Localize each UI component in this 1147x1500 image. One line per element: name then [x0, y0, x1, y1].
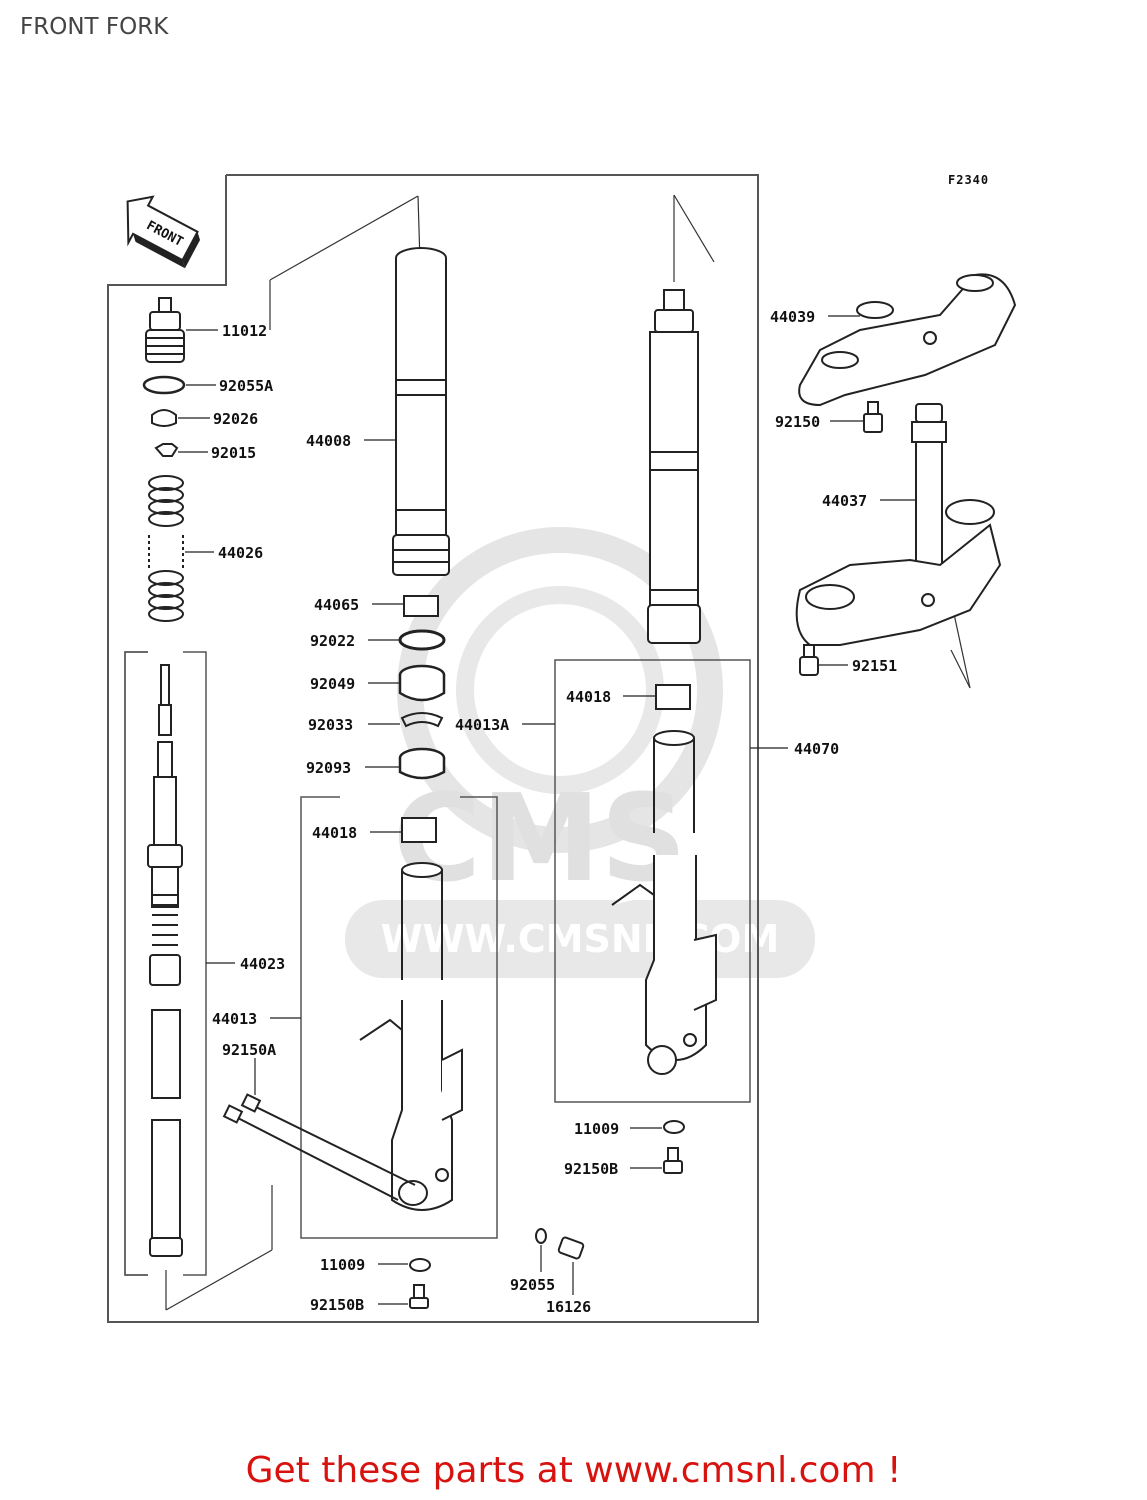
damper-group-box [124, 651, 148, 1276]
upper-bracket-44039 [798, 273, 1017, 407]
o-ring-92055A [142, 375, 186, 395]
label-16126: 16126 [546, 1298, 591, 1316]
label-44018-left: 44018 [312, 824, 357, 842]
bushing-44018-left [401, 817, 437, 843]
label-92033: 92033 [308, 716, 353, 734]
label-92026: 92026 [213, 410, 258, 428]
top-cap-bolt-11012 [145, 297, 185, 363]
page-title: FRONT FORK [20, 14, 169, 40]
spring-44026 [148, 475, 184, 622]
label-44070: 44070 [794, 740, 839, 758]
label-44065: 44065 [314, 596, 359, 614]
label-44039: 44039 [770, 308, 815, 326]
label-11012: 11012 [222, 322, 267, 340]
bolt-92151 [799, 644, 819, 676]
bushing-44065 [403, 595, 439, 617]
label-44018-right: 44018 [566, 688, 611, 706]
drain-bolt-16126 [557, 1236, 585, 1260]
front-arrow-icon: FRONT [126, 195, 201, 269]
clip-92033 [400, 712, 444, 728]
label-44008: 44008 [306, 432, 351, 450]
label-92150B-right: 92150B [564, 1160, 618, 1178]
diagram-ref-code: F2340 [948, 173, 989, 187]
label-92150: 92150 [775, 413, 820, 431]
washer-92022 [398, 629, 446, 651]
label-92093: 92093 [306, 759, 351, 777]
label-92151: 92151 [852, 657, 897, 675]
watermark-url: WWW.CMSNL.COM [381, 917, 780, 961]
nut-92015 [154, 443, 179, 457]
o-ring-92055 [535, 1228, 547, 1244]
fork-assembly-box [554, 659, 751, 1103]
diagram-frame [107, 174, 759, 1323]
parts-diagram: CMS WWW.CMSNL.COM F2340 FRONT [107, 173, 1017, 1323]
outer-tube-44013 [359, 862, 463, 1211]
label-92150A: 92150A [222, 1041, 276, 1059]
inner-tube-44008 [392, 247, 450, 576]
label-44037: 44037 [822, 492, 867, 510]
label-92015: 92015 [211, 444, 256, 462]
label-44013: 44013 [212, 1010, 257, 1028]
label-92150B-left: 92150B [310, 1296, 364, 1314]
bolt-92150 [863, 401, 883, 433]
footer-parts-link[interactable]: Get these parts at www.cmsnl.com ! [245, 1450, 902, 1491]
axle-clamp-bolts-92150A [222, 1093, 416, 1201]
outer-tube-group-box [300, 796, 498, 1239]
inner-tube-right [647, 289, 701, 644]
label-92055A: 92055A [219, 377, 273, 395]
damper-rod-44023 [147, 664, 183, 1257]
washer-11009-left [409, 1258, 431, 1272]
bushing-44018-right [655, 684, 691, 710]
label-92049: 92049 [310, 675, 355, 693]
washer-11009-right [663, 1120, 685, 1134]
label-92022: 92022 [310, 632, 355, 650]
label-44026: 44026 [218, 544, 263, 562]
label-44013A: 44013A [455, 716, 509, 734]
washer-92026 [151, 409, 177, 427]
steering-stem-44037 [795, 403, 1002, 646]
dust-seal-92093 [398, 747, 446, 780]
label-92055: 92055 [510, 1276, 555, 1294]
label-44023: 44023 [240, 955, 285, 973]
bolt-92150B-right [663, 1147, 683, 1174]
outer-tube-right [611, 730, 717, 1075]
label-11009-left: 11009 [320, 1256, 365, 1274]
oil-seal-92049 [398, 664, 446, 702]
bolt-92150B-left [409, 1284, 429, 1309]
label-11009-right: 11009 [574, 1120, 619, 1138]
